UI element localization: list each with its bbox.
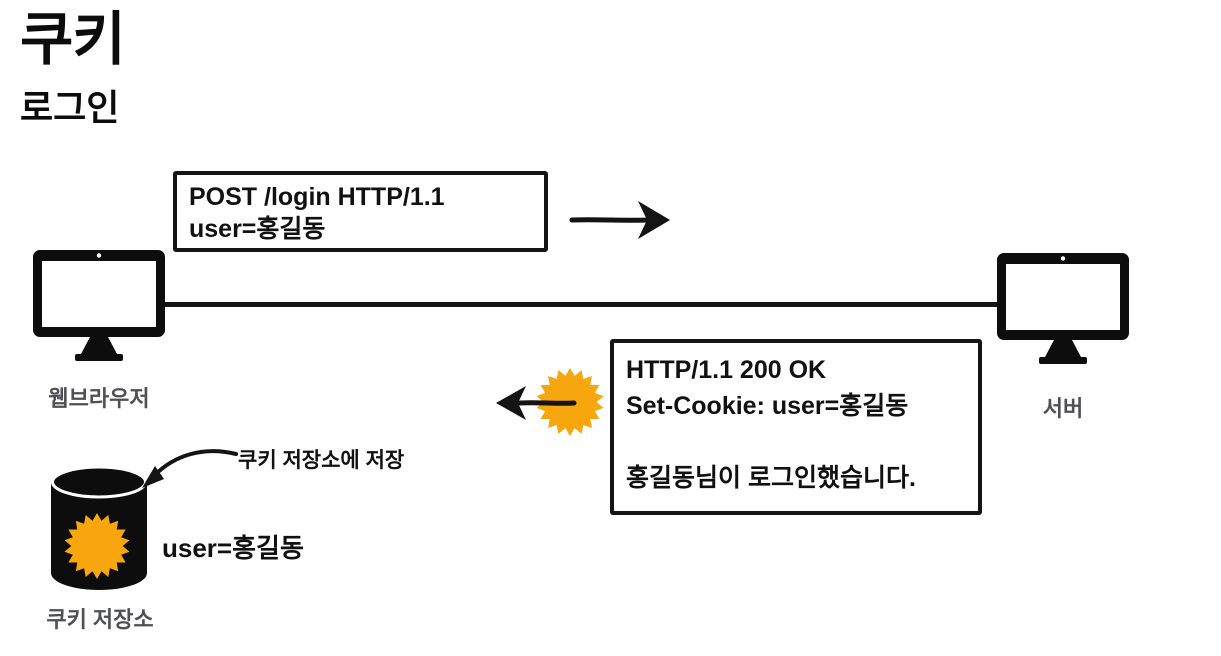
response-line-3	[626, 424, 966, 460]
request-line-2: user=홍길동	[189, 215, 326, 243]
request-box: POST /login HTTP/1.1 user=홍길동	[173, 171, 548, 252]
store-note-label: 쿠키 저장소에 저장	[238, 449, 405, 472]
request-line-1: POST /login HTTP/1.1	[189, 183, 445, 211]
browser-label: 웹브라우저	[48, 386, 150, 411]
stored-cookie-value: user=홍길동	[162, 533, 304, 563]
store-note-arrow-icon	[142, 449, 238, 488]
server-label: 서버	[1042, 396, 1084, 421]
page-title: 쿠키	[20, 7, 126, 72]
response-line-2: Set-Cookie: user=홍길동	[626, 392, 909, 420]
server-monitor-icon	[997, 253, 1129, 364]
network-line	[162, 302, 1005, 307]
page-subtitle: 로그인	[20, 87, 120, 128]
request-right-arrow-icon	[569, 201, 670, 239]
response-line-4: 홍길동님이 로그인했습니다.	[626, 464, 916, 492]
response-line-1: HTTP/1.1 200 OK	[626, 356, 827, 384]
cookie-store-cylinder-icon	[51, 466, 147, 590]
stored-cookie-starburst-icon	[64, 513, 130, 579]
browser-monitor-icon	[33, 250, 165, 361]
cookie-store-label: 쿠키 저장소	[46, 607, 154, 632]
response-left-arrow-icon	[496, 386, 577, 420]
response-box: HTTP/1.1 200 OK Set-Cookie: user=홍길동 홍길동…	[610, 339, 982, 515]
